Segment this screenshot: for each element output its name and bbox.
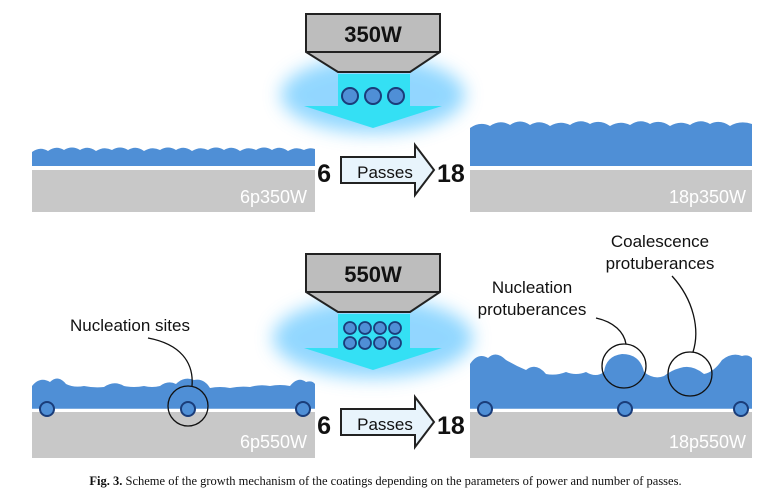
top-particle	[364, 87, 382, 105]
top-passes-arrow: 6 Passes 18	[317, 142, 465, 198]
coalescence-protuberance-circle	[667, 351, 713, 397]
bottom-particle	[358, 336, 372, 350]
top-passes-label: Passes	[357, 163, 413, 182]
coalescence-protuberances-leader	[671, 275, 697, 353]
bottom-left-sample-label: 6p550W	[240, 432, 307, 452]
nucleation-protuberance-circle	[601, 343, 647, 389]
bottom-left-sample: Nucleation sites 6p550W	[32, 316, 315, 458]
figure-caption: Fig. 3. Scheme of the growth mechanism o…	[0, 474, 771, 489]
coalescence-protuberances-label-line1: Coalescence	[611, 232, 709, 251]
nucleation-site	[733, 401, 749, 417]
nucleation-site	[39, 401, 55, 417]
top-torch: 350W	[281, 13, 465, 133]
nucleation-site	[477, 401, 493, 417]
bottom-particle	[343, 321, 357, 335]
top-passes-to: 18	[437, 160, 465, 188]
coalescence-protuberances-label-line2: protuberances	[606, 254, 715, 273]
nucleation-protuberances-leader	[595, 317, 627, 345]
top-right-coating	[470, 121, 752, 166]
top-left-coating	[32, 147, 315, 166]
top-passes-from: 6	[317, 160, 331, 188]
nucleation-protuberances-label-line2: protuberances	[478, 300, 587, 319]
top-right-sample-label: 18p350W	[669, 187, 746, 207]
nucleation-site-highlight-circle	[167, 385, 209, 427]
nucleation-sites-label: Nucleation sites	[70, 316, 190, 335]
bottom-passes-label: Passes	[357, 415, 413, 434]
bottom-particle	[373, 321, 387, 335]
bottom-particle	[373, 336, 387, 350]
figure-caption-label: Fig. 3.	[89, 474, 123, 488]
top-left-sample: 6p350W	[32, 147, 315, 212]
bottom-power-label: 550W	[344, 262, 402, 287]
bottom-left-coating	[32, 378, 315, 410]
top-passes-arrow-shape	[340, 142, 436, 198]
bottom-particle	[388, 321, 402, 335]
nucleation-site	[180, 401, 196, 417]
figure-caption-text: Scheme of the growth mechanism of the co…	[122, 474, 682, 488]
top-particle	[387, 87, 405, 105]
bottom-right-coating	[470, 354, 752, 410]
bottom-particle	[358, 321, 372, 335]
top-particle	[341, 87, 359, 105]
bottom-particle	[388, 336, 402, 350]
top-right-sample: 18p350W	[470, 121, 752, 212]
nucleation-site	[617, 401, 633, 417]
top-right-substrate	[470, 170, 752, 212]
nucleation-site	[295, 401, 311, 417]
bottom-particles	[343, 321, 402, 350]
top-power-label: 350W	[344, 22, 402, 47]
bottom-plasma-arrow	[304, 314, 442, 370]
bottom-passes-from: 6	[317, 412, 331, 440]
bottom-passes-arrow: 6 Passes 18	[317, 394, 465, 450]
bottom-passes-arrow-shape	[340, 394, 436, 450]
bottom-right-sample-label: 18p550W	[669, 432, 746, 452]
bottom-particle	[343, 336, 357, 350]
nucleation-sites-leader	[147, 337, 193, 387]
bottom-right-substrate	[470, 412, 752, 458]
nucleation-protuberances-label-line1: Nucleation	[492, 278, 572, 297]
top-left-sample-label: 6p350W	[240, 187, 307, 207]
bottom-passes-to: 18	[437, 412, 465, 440]
bottom-torch: 550W	[273, 253, 473, 378]
bottom-right-sample: Nucleation protuberances Coalescence pro…	[470, 232, 752, 458]
top-left-substrate	[32, 170, 315, 212]
